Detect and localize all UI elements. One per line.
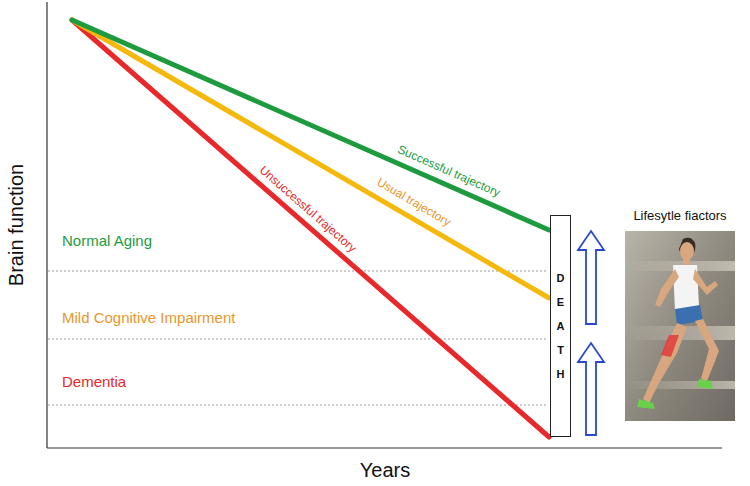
band-label: Mild Cognitive Impairment [62,309,235,326]
axis-title: Years [360,459,410,482]
band-line [48,405,548,406]
axis-title: Brain function [5,164,28,286]
trajectory-label: Unsuccessful trajectory [257,163,360,255]
death-box: DEATH [550,215,571,437]
trajectory-label: Successful trajectory [396,142,503,199]
runner-photo [625,231,735,421]
successful-line [72,20,549,230]
usual-line [72,20,549,298]
photo-heading: Lifesytle fiactors [633,208,726,223]
band-line [48,339,548,340]
lifestyle-photo: Lifesytle fiactors [620,208,740,444]
trajectory-label: Usual trajectory [374,175,453,229]
death-text: DEATH [555,266,566,386]
x-axis [47,447,722,448]
band-line [48,271,548,272]
y-axis [46,2,47,448]
up-arrow [578,343,604,435]
unsuccessful-line [72,20,549,437]
band-label: Dementia [62,373,126,390]
band-label: Normal Aging [62,232,152,249]
up-arrow [578,231,604,324]
